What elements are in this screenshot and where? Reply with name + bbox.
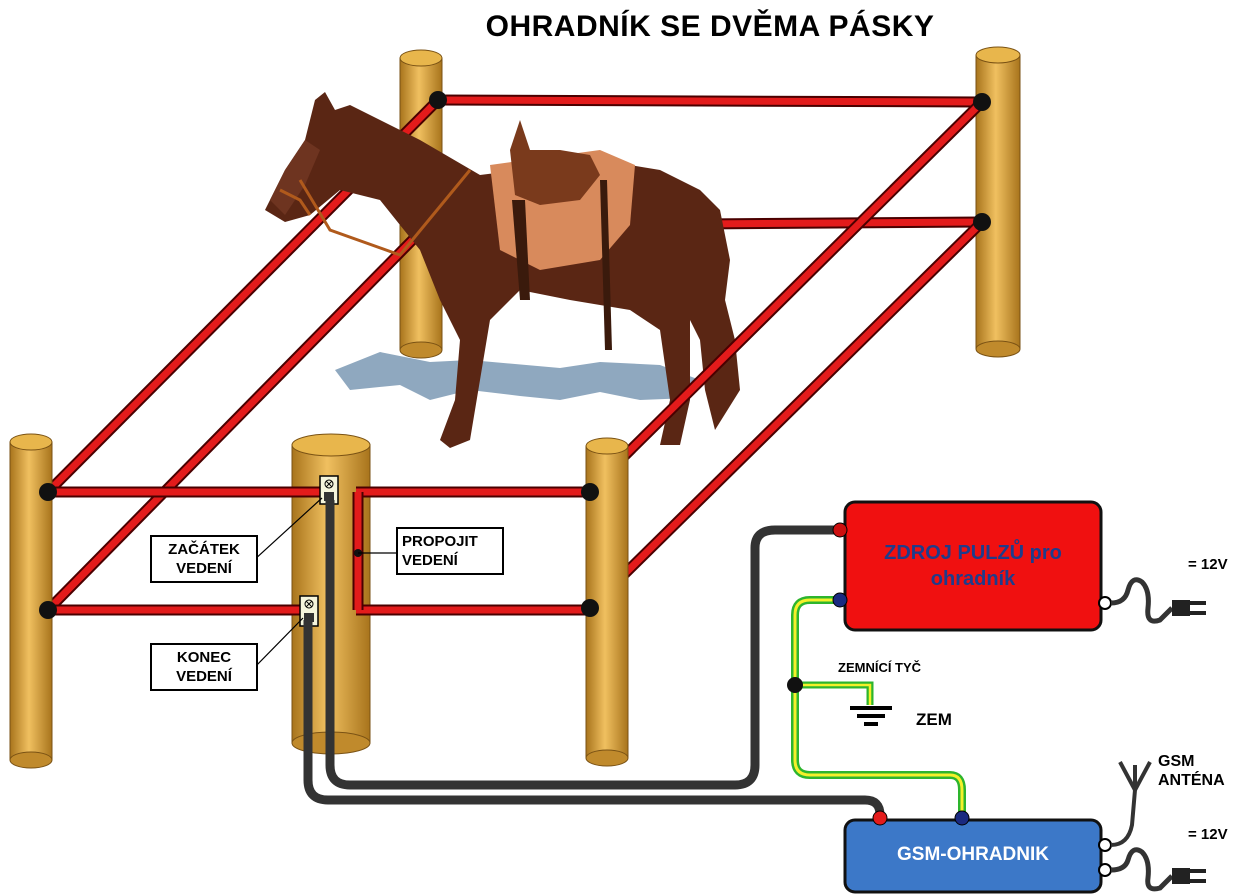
ground-junction — [787, 677, 803, 693]
power-cable-top — [1110, 577, 1174, 624]
label-end-line: KONEC VEDENÍ — [150, 643, 258, 691]
pointer-end — [253, 617, 304, 669]
wire-to-pulse-source — [325, 500, 840, 790]
antenna-cable — [1110, 789, 1137, 847]
tape-right-bottom — [588, 218, 986, 610]
label-end-line2: VEDENÍ — [176, 668, 232, 685]
label-start-line1: ZAČÁTEK — [168, 541, 240, 558]
gsm-antenna-line1: GSM — [1158, 753, 1195, 770]
label-start-line2: VEDENÍ — [176, 560, 232, 577]
gsm-unit-box — [843, 818, 1103, 894]
ground-label: ZEM — [916, 710, 952, 729]
voltage-label-bottom: = 12V — [1188, 826, 1228, 843]
plug-icon-bottom — [1172, 868, 1206, 884]
pulse-source-box — [843, 500, 1103, 632]
voltage-label-top: = 12V — [1188, 556, 1228, 573]
gsm-unit-label: GSM-OHRADNIK — [897, 844, 1049, 865]
power-cable-bottom — [1110, 847, 1174, 892]
terminal-start — [319, 475, 339, 505]
tape-left-bottom — [44, 208, 444, 614]
ground-rod-label: ZEMNÍCÍ TYČ — [838, 660, 922, 675]
gsm-antenna-line2: ANTÉNA — [1158, 772, 1225, 789]
label-connect-line1: PROPOJIT — [402, 533, 478, 550]
pointer-start — [253, 497, 323, 561]
gsm-antenna-label: GSM ANTÉNA — [1158, 752, 1225, 790]
junction-dots — [39, 91, 991, 619]
plug-icon-top — [1172, 600, 1206, 616]
antenna-icon — [1118, 761, 1152, 791]
wire-ground-rod — [795, 681, 874, 705]
ground-icon — [850, 706, 892, 726]
tape-back-bottom — [699, 216, 983, 230]
diagram-title: OHRADNÍK SE DVĚMA PÁSKY — [485, 10, 935, 43]
label-connect-line: PROPOJIT VEDENÍ — [396, 527, 504, 575]
tape-right-top — [588, 98, 986, 492]
post-back-right — [975, 46, 1021, 358]
horse-illustration — [265, 92, 740, 448]
label-end-line1: KONEC — [176, 649, 232, 666]
horse-shadow — [335, 352, 700, 400]
wire-to-gsm-unit — [303, 620, 885, 816]
tape-back-top — [437, 94, 983, 108]
label-connect-line2: VEDENÍ — [402, 552, 458, 569]
label-start-line: ZAČÁTEK VEDENÍ — [150, 535, 258, 583]
pulse-source-label: ZDROJ PULZŮ pro ohradník — [884, 542, 1062, 590]
